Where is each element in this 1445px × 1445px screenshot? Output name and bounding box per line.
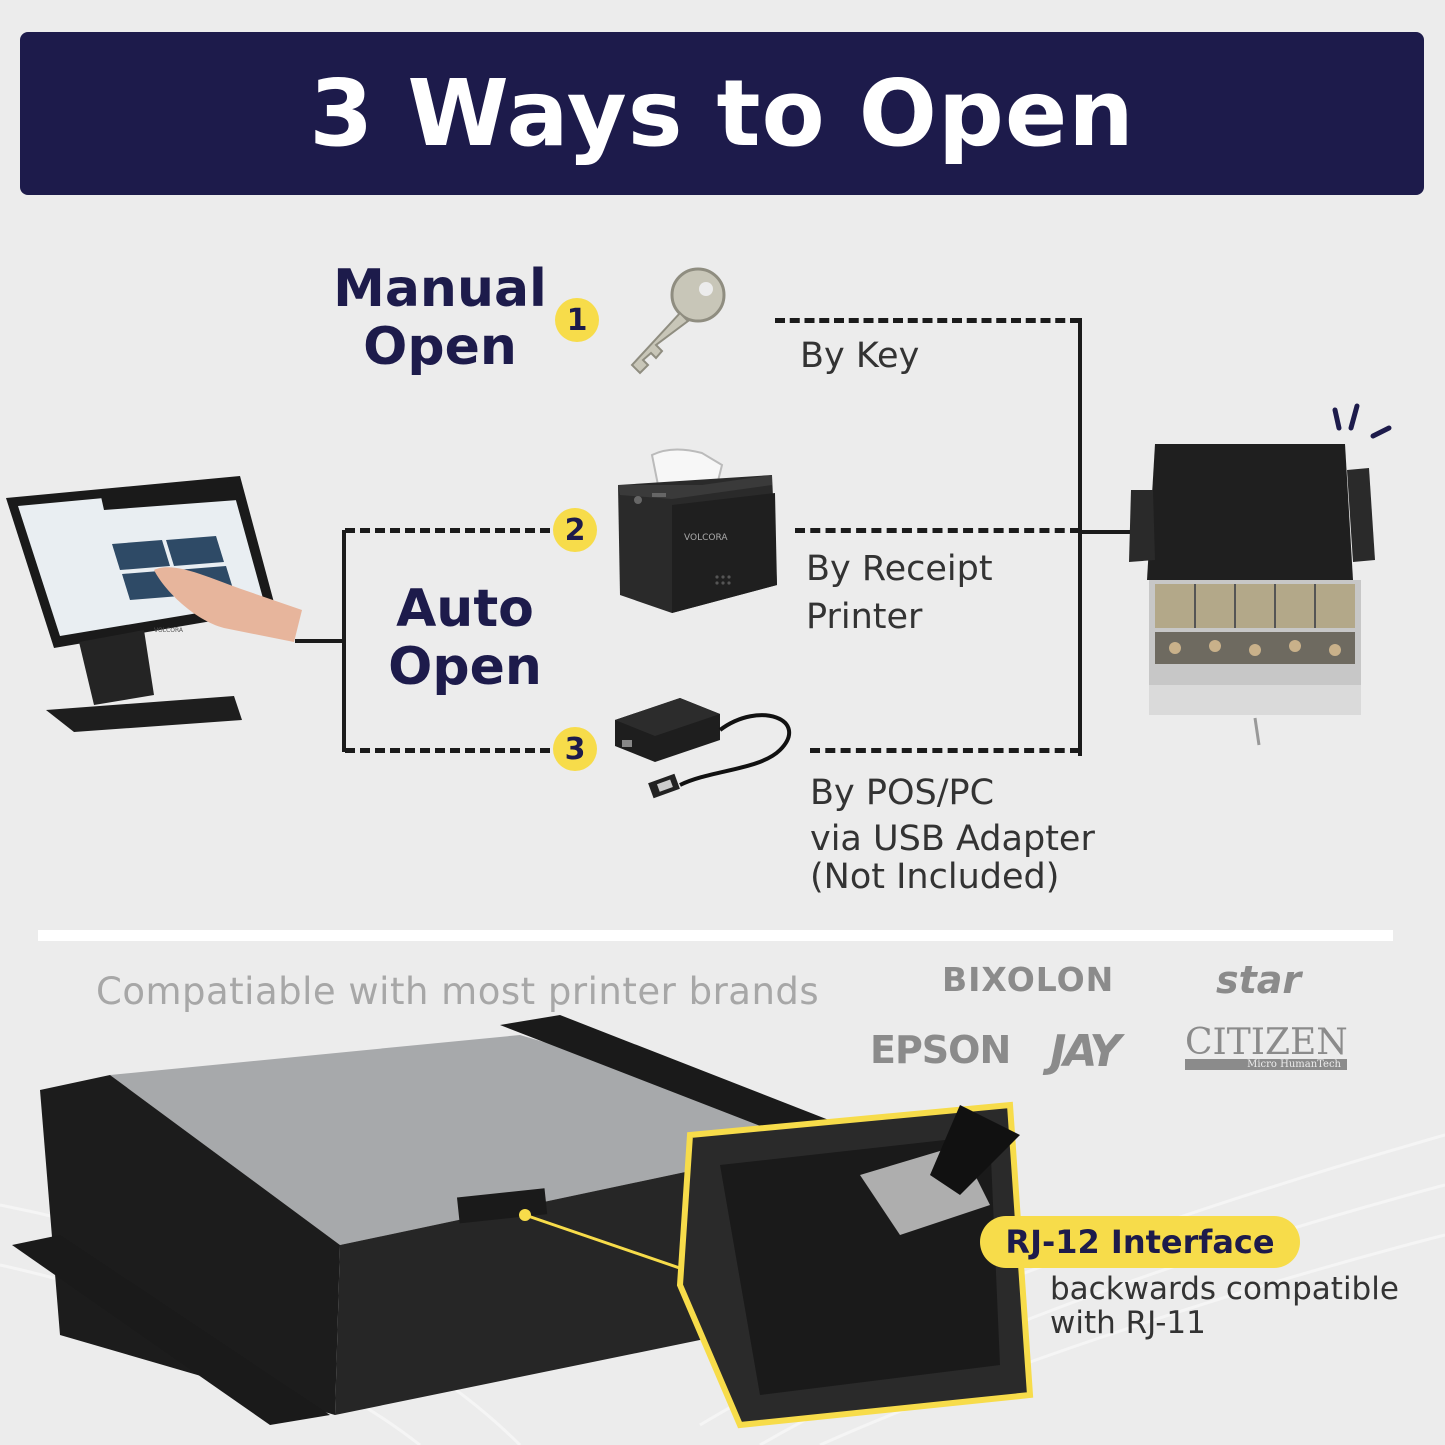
connector-pos: [295, 639, 344, 643]
connector-usb-left: [345, 748, 550, 753]
printer-label-line2: Printer: [806, 597, 923, 637]
rj12-subtitle-line1: backwards compatible: [1050, 1271, 1399, 1307]
connector-printer-left: [345, 528, 550, 533]
pos-terminal-image: VOLCORA: [6, 476, 302, 732]
connector-auto-trunk: [342, 530, 346, 752]
manual-open-line2: Open: [363, 317, 517, 377]
connector-printer-right: [795, 528, 1080, 533]
brand-citizen: CITIZEN Micro HumanTech: [1185, 1022, 1348, 1070]
auto-open-line2: Open: [388, 637, 542, 697]
by-key-label: By Key: [800, 336, 920, 376]
rj12-subtitle-line2: with RJ-11: [1050, 1305, 1206, 1341]
rj12-subtitle: backwards compatible with RJ-11: [1050, 1272, 1399, 1340]
connector-key: [775, 318, 1080, 323]
usb-label-line3: (Not Included): [810, 857, 1060, 897]
manual-open-line1: Manual: [333, 259, 547, 319]
brand-star: star: [1216, 958, 1302, 1002]
by-receipt-printer-label: By Receipt Printer: [806, 545, 993, 641]
cash-drawer-image: [1129, 403, 1392, 746]
cash-drawer-back-image: [0, 1015, 1445, 1445]
step-badge-1: 1: [555, 298, 599, 342]
section-divider: [38, 930, 1393, 941]
receipt-printer-image: VOLCORA: [618, 448, 777, 613]
connector-trunk: [1078, 318, 1082, 756]
brand-epson: EPSON: [870, 1028, 1011, 1072]
printer-label-line1: By Receipt: [806, 549, 993, 589]
usb-label-line1: By POS/PC: [810, 773, 995, 813]
auto-open-heading: Auto Open: [365, 580, 565, 696]
pos-brand-text: VOLCORA: [154, 627, 184, 634]
compatibility-text: Compatiable with most printer brands: [96, 970, 820, 1013]
auto-open-line1: Auto: [396, 579, 534, 639]
usb-label-line2: via USB Adapter: [810, 819, 1095, 859]
manual-open-heading: Manual Open: [330, 260, 550, 376]
by-pos-pc-label: By POS/PC via USB Adapter (Not Included): [810, 770, 1095, 900]
rj12-interface-badge: RJ-12 Interface: [980, 1216, 1300, 1268]
title-banner: 3 Ways to Open: [20, 32, 1424, 195]
brand-bixolon: BIXOLON: [942, 960, 1115, 999]
usb-adapter-image: [615, 698, 792, 799]
connector-drawer: [1080, 530, 1132, 534]
step-badge-2: 2: [553, 508, 597, 552]
brand-citizen-name: CITIZEN: [1185, 1022, 1348, 1063]
brand-jay: JAY: [1050, 1026, 1121, 1077]
key-icon: [630, 267, 726, 375]
connector-usb-right: [810, 748, 1080, 753]
printer-brand-text: VOLCORA: [684, 533, 728, 543]
brand-citizen-tagline: Micro HumanTech: [1185, 1059, 1347, 1070]
page-title: 3 Ways to Open: [309, 60, 1135, 167]
step-badge-3: 3: [553, 727, 597, 771]
